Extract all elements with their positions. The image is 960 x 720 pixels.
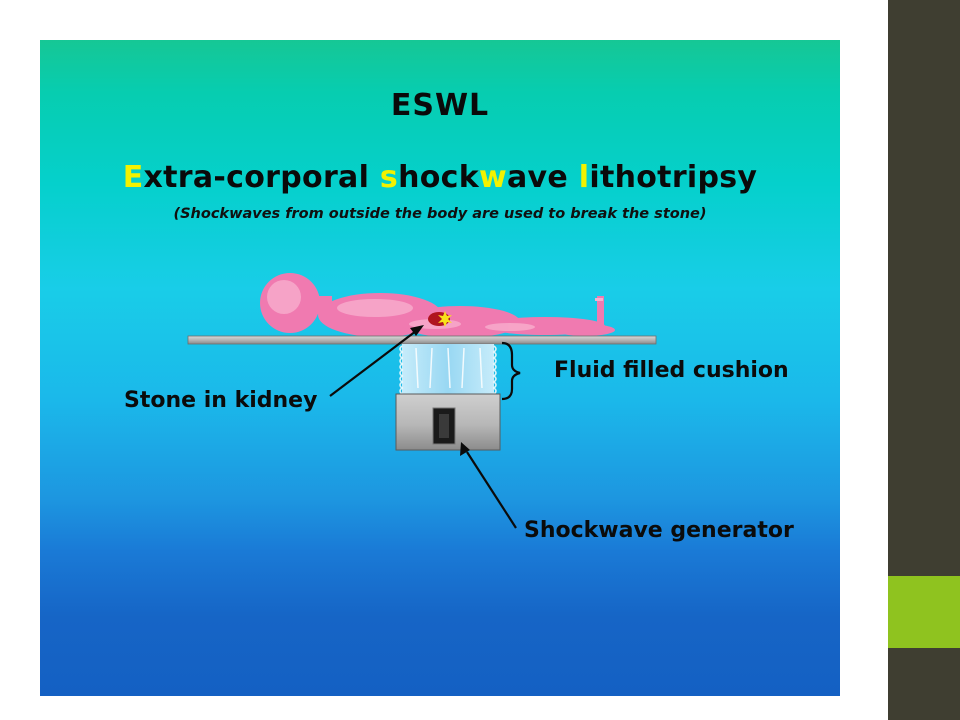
- subtitle-part: w: [478, 160, 507, 195]
- subtitle-part: l: [578, 160, 590, 195]
- treatment-table: [187, 335, 657, 345]
- generator-arrow: [460, 442, 517, 529]
- figure-title: ESWL: [390, 88, 490, 123]
- generator-label: Shockwave generator: [524, 518, 794, 543]
- figure-subtitle: Extra-corporal shockwave lithotripsy: [40, 160, 840, 195]
- figure-note: (Shockwaves from outside the body are us…: [173, 206, 707, 222]
- fluid-cushion: [399, 344, 497, 395]
- stone-label: Stone in kidney: [124, 388, 318, 413]
- subtitle-part: ithotripsy: [589, 160, 758, 195]
- cushion-label: Fluid filled cushion: [554, 358, 789, 383]
- stone-spark: [438, 311, 452, 327]
- cushion-brace: [501, 341, 521, 401]
- subtitle-part: hock: [398, 160, 479, 195]
- subtitle-part: xtra-corporal: [143, 160, 380, 195]
- generator-window-inner: [439, 414, 449, 438]
- eswl-illustration: [187, 273, 657, 529]
- subtitle-part: s: [379, 160, 399, 195]
- slide-accent-square: [888, 576, 960, 648]
- subtitle-part: E: [122, 160, 144, 195]
- eswl-figure: ESWL Extra-corporal shockwave lithotrips…: [40, 40, 840, 696]
- subtitle-part: ave: [507, 160, 579, 195]
- stone-arrow: [329, 325, 424, 397]
